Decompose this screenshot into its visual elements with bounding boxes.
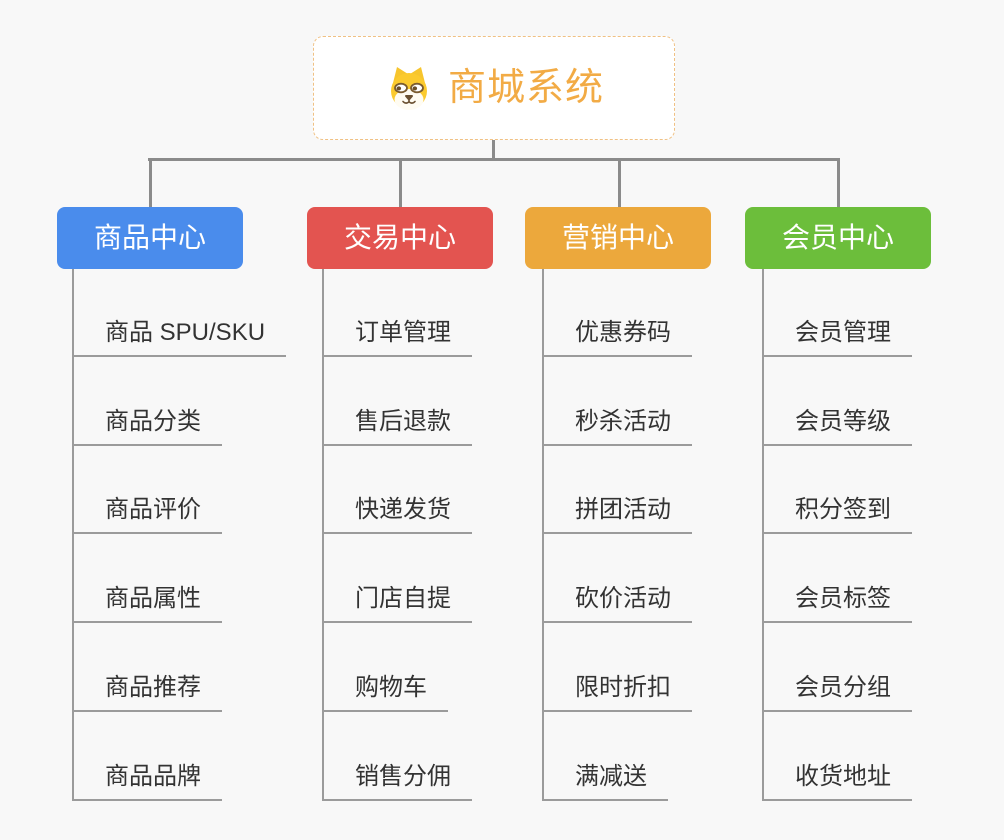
sub-topic-product-center-4[interactable]: 商品属性 <box>72 583 222 623</box>
connector-root-stub <box>492 140 495 158</box>
branch-node-label: 营销中心 <box>561 222 674 253</box>
sub-topic-marketing-center-2[interactable]: 秒杀活动 <box>542 406 692 446</box>
sub-topic-trade-center-2[interactable]: 售后退款 <box>322 406 472 446</box>
dog-face-icon <box>384 63 434 113</box>
branch-spine-line <box>762 269 764 800</box>
connector-branch-drop <box>837 158 840 207</box>
branch-node-member-center[interactable]: 会员中心 <box>745 207 931 269</box>
sub-topic-trade-center-1[interactable]: 订单管理 <box>322 317 472 357</box>
sub-topic-product-center-2[interactable]: 商品分类 <box>72 406 222 446</box>
branch-node-trade-center[interactable]: 交易中心 <box>307 207 493 269</box>
connector-branch-drop <box>618 158 621 207</box>
sub-topic-trade-center-3[interactable]: 快递发货 <box>322 494 472 534</box>
sub-topic-product-center-6[interactable]: 商品品牌 <box>72 761 222 801</box>
sub-topic-member-center-1[interactable]: 会员管理 <box>762 317 912 357</box>
connector-branch-drop <box>149 158 152 207</box>
sub-topic-marketing-center-6[interactable]: 满减送 <box>542 761 668 801</box>
branch-node-label: 交易中心 <box>343 222 456 253</box>
connector-branch-drop <box>399 158 402 207</box>
sub-topic-member-center-6[interactable]: 收货地址 <box>762 761 912 801</box>
sub-topic-product-center-3[interactable]: 商品评价 <box>72 494 222 534</box>
sub-topic-marketing-center-5[interactable]: 限时折扣 <box>542 672 692 712</box>
sub-topic-trade-center-6[interactable]: 销售分佣 <box>322 761 472 801</box>
sub-topic-product-center-5[interactable]: 商品推荐 <box>72 672 222 712</box>
sub-topic-product-center-1[interactable]: 商品 SPU/SKU <box>72 317 287 357</box>
branch-spine-line <box>322 269 324 800</box>
root-node[interactable]: 商城系统 <box>313 36 675 140</box>
sub-topic-marketing-center-4[interactable]: 砍价活动 <box>542 583 692 623</box>
connector-horizontal-rail <box>148 158 840 161</box>
branch-spine-line <box>72 269 74 800</box>
sub-topic-trade-center-5[interactable]: 购物车 <box>322 672 448 712</box>
sub-topic-trade-center-4[interactable]: 门店自提 <box>322 583 472 623</box>
sub-topic-member-center-4[interactable]: 会员标签 <box>762 583 912 623</box>
sub-topic-member-center-3[interactable]: 积分签到 <box>762 494 912 534</box>
branch-node-label: 商品中心 <box>93 222 206 253</box>
sub-topic-member-center-2[interactable]: 会员等级 <box>762 406 912 446</box>
branch-node-marketing-center[interactable]: 营销中心 <box>525 207 711 269</box>
branch-node-label: 会员中心 <box>781 222 894 253</box>
sub-topic-member-center-5[interactable]: 会员分组 <box>762 672 912 712</box>
root-node-label: 商城系统 <box>447 67 604 109</box>
branch-node-product-center[interactable]: 商品中心 <box>57 207 243 269</box>
sub-topic-marketing-center-3[interactable]: 拼团活动 <box>542 494 692 534</box>
sub-topic-marketing-center-1[interactable]: 优惠券码 <box>542 317 692 357</box>
branch-spine-line <box>542 269 544 800</box>
